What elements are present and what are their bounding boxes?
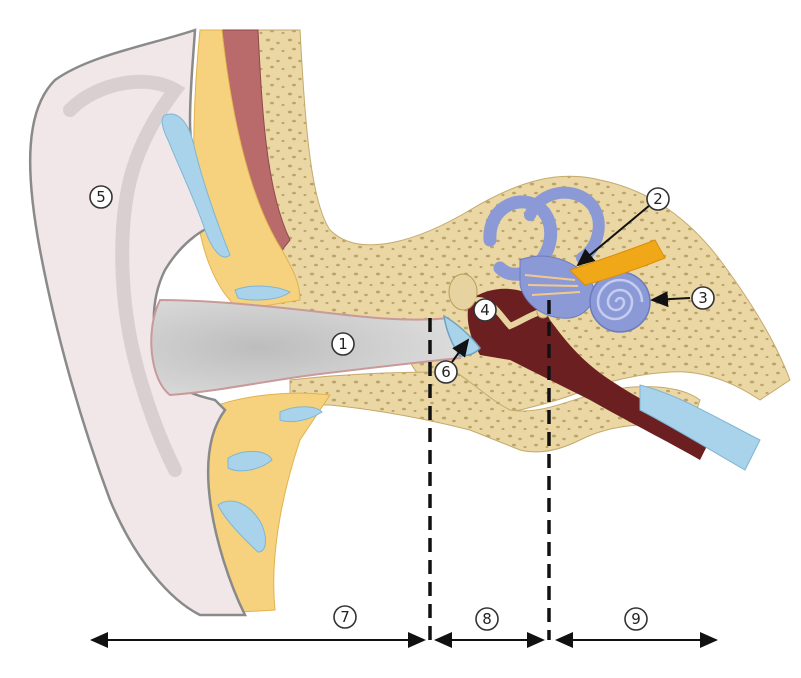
auricle-inner-fold <box>63 74 186 477</box>
label-1-ear-canal: 1 <box>331 332 355 356</box>
leader-arrow-6 <box>451 338 470 363</box>
cartilage-piece <box>234 285 291 301</box>
leader-arrow-3 <box>650 291 691 308</box>
eardrum <box>443 314 481 357</box>
svg-text:2: 2 <box>653 190 663 208</box>
tympanic-cavity <box>467 288 710 460</box>
nerve-fibers <box>524 274 581 296</box>
cochlear-nerve <box>569 239 666 286</box>
cartilage-piece <box>217 500 266 553</box>
label-6-eardrum: 6 <box>434 360 458 384</box>
label-3-cochlea: 3 <box>691 286 715 310</box>
svg-text:5: 5 <box>96 188 106 206</box>
label-8-middle-ear: 8 <box>475 607 499 631</box>
svg-text:7: 7 <box>340 608 350 626</box>
cartilage-piece <box>279 406 323 423</box>
svg-text:1: 1 <box>338 335 348 353</box>
svg-text:3: 3 <box>698 289 708 307</box>
cartilage-piece <box>227 451 273 472</box>
label-7-outer-ear: 7 <box>333 605 357 629</box>
semicircular-canal <box>524 186 605 264</box>
cartilage-piece <box>161 113 231 258</box>
leader-arrow-2 <box>576 204 651 267</box>
label-5-auricle: 5 <box>89 185 113 209</box>
svg-text:8: 8 <box>482 610 492 628</box>
cochlea-spiral <box>596 278 644 321</box>
ear-canal <box>150 298 462 397</box>
svg-text:6: 6 <box>441 363 451 381</box>
eustachian-tube <box>639 384 761 471</box>
label-4-ossicles: 4 <box>473 298 497 322</box>
label-9-inner-ear: 9 <box>624 607 648 631</box>
svg-text:4: 4 <box>480 301 490 319</box>
svg-text:9: 9 <box>631 610 641 628</box>
malleus <box>448 273 478 311</box>
label-2-cochlear-nerve: 2 <box>646 187 670 211</box>
